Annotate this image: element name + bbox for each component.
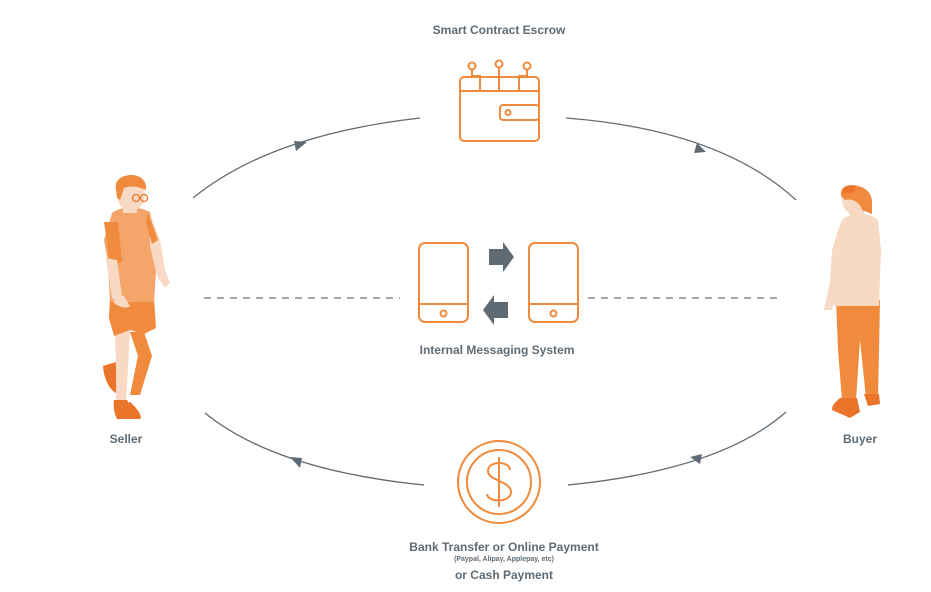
arrow-right-icon [489, 242, 514, 272]
arrow-left-icon [483, 295, 508, 325]
arrow-seller-to-escrow [192, 117, 421, 199]
arrowhead-payment-to-seller [290, 457, 302, 468]
seller-figure [103, 175, 170, 419]
dollar-coin-icon [457, 440, 541, 524]
arrowheads [290, 141, 706, 468]
buyer-figure [824, 185, 881, 418]
messaging-label: Internal Messaging System [419, 343, 575, 357]
buyer-label: Buyer [842, 432, 878, 446]
payment-label-line1: Bank Transfer or Online Payment [409, 540, 599, 554]
phone-right-icon [528, 242, 579, 323]
arrowhead-escrow-to-buyer [694, 143, 706, 153]
arrow-buyer-to-payment [567, 411, 787, 486]
two-phones-exchange-icon [418, 242, 579, 325]
arrow-escrow-to-buyer [565, 117, 797, 201]
payment-label-line2: (Paypal, Alipay, Applepay, etc) [454, 556, 554, 563]
seller-label: Seller [109, 432, 143, 446]
wallet-circuit-icon [459, 59, 540, 142]
payment-label-line3: or Cash Payment [454, 568, 554, 582]
arrow-payment-to-seller [204, 412, 425, 486]
phone-left-icon [418, 242, 469, 323]
arrowhead-seller-to-escrow [294, 141, 307, 151]
arrowhead-buyer-to-payment [690, 454, 702, 464]
flow-arrows [192, 117, 797, 486]
escrow-label: Smart Contract Escrow [432, 23, 566, 37]
